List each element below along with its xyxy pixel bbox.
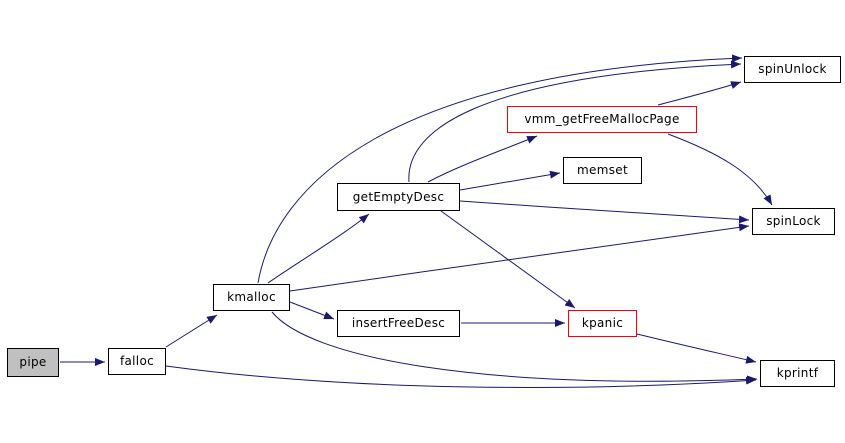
- node-insertFreeDesc[interactable]: insertFreeDesc: [337, 310, 460, 337]
- edge-kmalloc-to-getEmptyDesc: [267, 213, 370, 284]
- node-spinUnlock[interactable]: spinUnlock: [744, 56, 841, 83]
- edge-falloc-to-kmalloc: [165, 314, 218, 348]
- node-pipe: pipe: [7, 348, 59, 377]
- edge-getEmptyDesc-to-memset: [459, 170, 561, 191]
- edge-kmalloc-to-kprintf: [271, 311, 758, 384]
- node-kpanic[interactable]: kpanic: [568, 310, 637, 337]
- edge-getEmptyDesc-to-kpanic: [440, 210, 576, 309]
- edge-kmalloc-to-insertFreeDesc: [289, 301, 335, 320]
- node-memset[interactable]: memset: [563, 157, 642, 184]
- edge-vmm_getFreeMallocPage-to-spinLock: [667, 133, 773, 206]
- edge-getEmptyDesc-to-vmm_getFreeMallocPage: [427, 135, 538, 183]
- node-getEmptyDesc[interactable]: getEmptyDesc: [337, 183, 460, 211]
- node-kprintf[interactable]: kprintf: [760, 360, 835, 387]
- node-kmalloc[interactable]: kmalloc: [213, 284, 290, 311]
- edge-kmalloc-to-spinUnlock: [257, 54, 743, 284]
- edges-group: [60, 54, 773, 388]
- edge-kpanic-to-kprintf: [636, 333, 757, 364]
- edge-falloc-to-kprintf: [165, 365, 757, 388]
- node-vmm_getFreeMallocPage[interactable]: vmm_getFreeMallocPage: [507, 106, 697, 133]
- node-spinLock[interactable]: spinLock: [752, 208, 835, 235]
- edge-kmalloc-to-spinLock: [289, 223, 750, 292]
- edge-getEmptyDesc-to-spinUnlock: [408, 60, 742, 183]
- edge-getEmptyDesc-to-spinLock: [459, 200, 750, 224]
- node-falloc[interactable]: falloc: [108, 348, 166, 375]
- edge-vmm_getFreeMallocPage-to-spinUnlock: [657, 81, 742, 106]
